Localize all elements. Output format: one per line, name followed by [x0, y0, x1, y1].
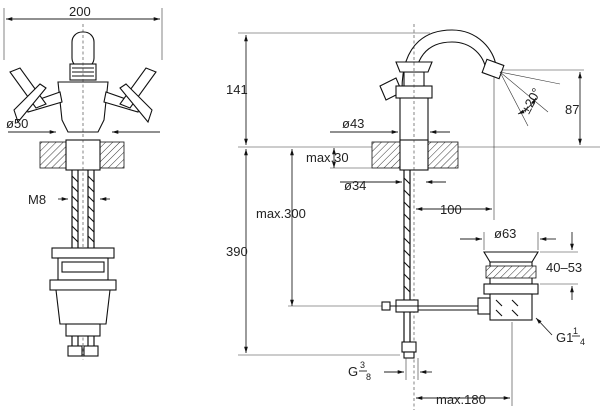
dim-m8: M8	[28, 192, 46, 207]
dim-g1-den: 4	[580, 337, 585, 347]
waste-flange	[483, 251, 539, 263]
side-handle-top	[395, 61, 433, 73]
dim-g1-prefix: G1	[556, 330, 573, 345]
waste-body	[489, 293, 533, 321]
dim-87: 87	[565, 102, 579, 117]
dim-range-40-53: 40–53	[546, 260, 582, 275]
side-aerator	[481, 58, 505, 80]
dim-200: 200	[69, 4, 91, 19]
dim-g38-num: 3	[360, 360, 365, 370]
dim-g38-prefix: G	[348, 364, 358, 379]
dim-diameter-63: ø63	[494, 226, 516, 241]
side-view: 141 390 max.300 ø43 max.30 ø34	[226, 24, 600, 410]
dim-max-180: max.180	[436, 392, 486, 407]
dim-g1-num: 1	[573, 326, 578, 336]
front-view: 200 ø50 M8	[3, 4, 163, 360]
dim-diameter-50: ø50	[6, 116, 28, 131]
hose-nut-right	[83, 345, 99, 357]
connector-body	[55, 289, 111, 325]
dim-141: 141	[226, 82, 248, 97]
side-hose-nut	[401, 341, 417, 353]
mounting-plate	[51, 247, 115, 259]
dim-390: 390	[226, 244, 248, 259]
dim-max-30: max.30	[306, 150, 349, 165]
dim-diameter-34: ø34	[344, 178, 366, 193]
waste-pivot	[477, 297, 491, 315]
dim-diameter-43: ø43	[342, 116, 364, 131]
dim-max-300: max.300	[256, 206, 306, 221]
dim-100: 100	[440, 202, 462, 217]
hose-nut-left	[67, 345, 83, 357]
dim-angle-20: ±20°	[518, 85, 544, 116]
dim-g38-den: 8	[366, 372, 371, 382]
